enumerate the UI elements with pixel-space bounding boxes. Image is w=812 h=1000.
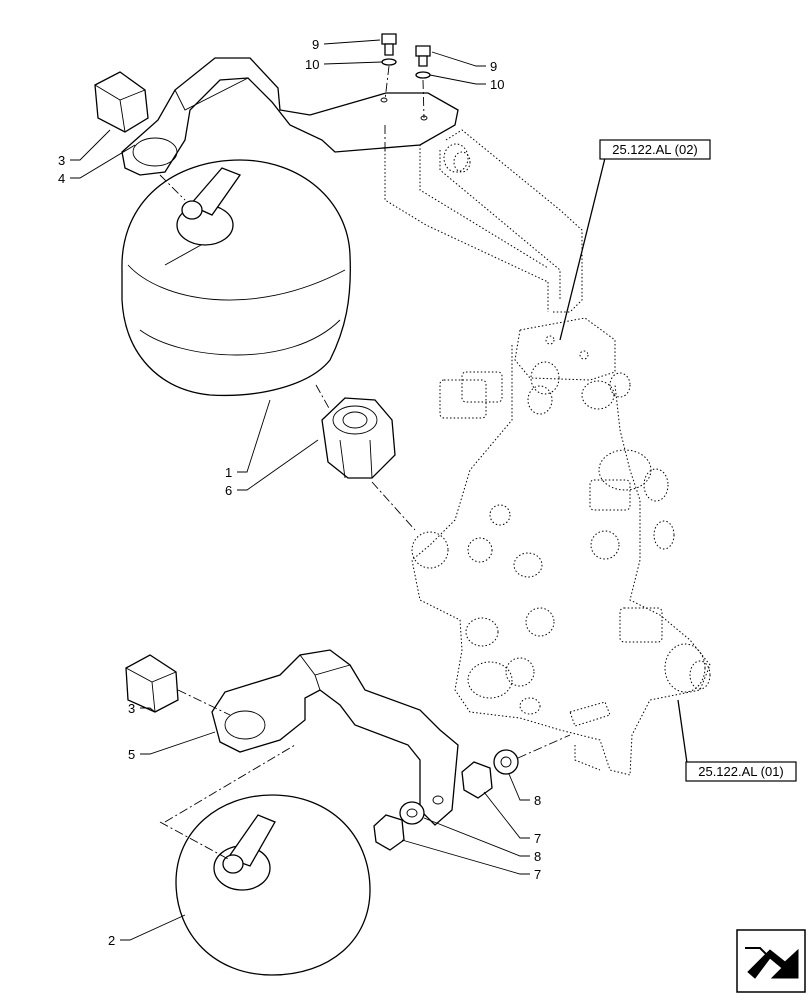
nut-right [461, 761, 493, 799]
callout-10-right: 10 [490, 77, 504, 92]
accumulator-upper [121, 159, 351, 397]
fitting [321, 397, 396, 479]
reference-01-text: 25.122.AL (01) [698, 764, 784, 779]
callout-7-lower: 7 [534, 867, 541, 882]
lower-bracket [211, 649, 459, 826]
callout-5: 5 [128, 747, 135, 762]
callout-8-lower: 8 [534, 849, 541, 864]
page-turn-arrow-icon[interactable] [736, 929, 806, 993]
callout-2: 2 [108, 933, 115, 948]
callout-10-left: 10 [305, 57, 319, 72]
reference-box-01[interactable]: 25.122.AL (01) [685, 761, 797, 782]
valve-block-phantom [384, 115, 711, 776]
reference-box-02[interactable]: 25.122.AL (02) [599, 139, 711, 160]
callout-6: 6 [225, 483, 232, 498]
callout-1: 1 [225, 465, 232, 480]
leader-lines [70, 39, 689, 941]
bolt-right [415, 45, 431, 79]
callout-4: 4 [58, 171, 65, 186]
callout-8-right: 8 [534, 793, 541, 808]
callout-9-right: 9 [490, 59, 497, 74]
callout-3-upper: 3 [58, 153, 65, 168]
nut-lower [373, 814, 405, 851]
callout-7-right: 7 [534, 831, 541, 846]
accumulator-lower [175, 794, 371, 976]
reference-02-text: 25.122.AL (02) [612, 142, 698, 157]
bolt-left [381, 33, 397, 66]
upper-bracket [121, 57, 459, 176]
callout-labels: 3 4 1 6 9 10 9 10 3 5 8 7 8 7 2 [58, 37, 541, 948]
callout-3-lower: 3 [128, 701, 135, 716]
hex-nut-upper [94, 71, 149, 133]
washer-lower [399, 801, 425, 825]
washer-right [493, 749, 519, 775]
hex-nut-lower [125, 654, 179, 713]
callout-9-left: 9 [312, 37, 319, 52]
